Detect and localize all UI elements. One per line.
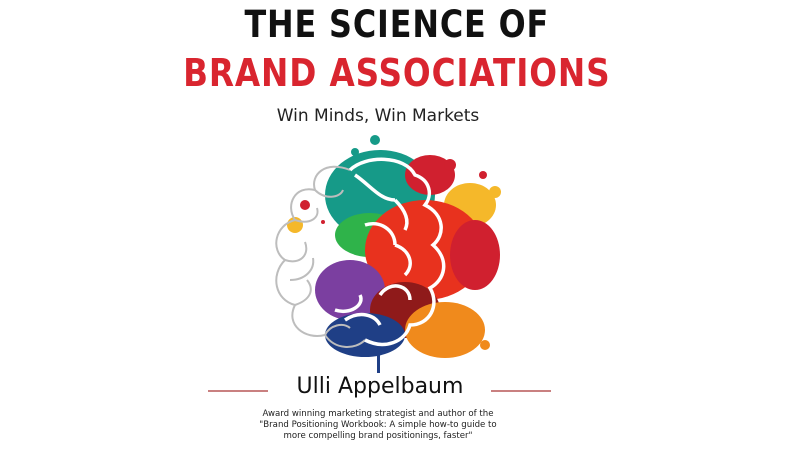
title-line-1: THE SCIENCE OF xyxy=(244,3,550,46)
splash-crimson xyxy=(405,155,455,195)
splash-yellow-drop xyxy=(489,186,501,198)
splash-crimson-drop xyxy=(479,171,487,179)
splash-orange xyxy=(405,302,485,358)
splash-orange-drop xyxy=(480,340,490,350)
splash-teal-drop xyxy=(370,135,380,145)
brain-left-outline xyxy=(275,165,366,348)
divider-right xyxy=(491,390,551,392)
splash-navy-drip xyxy=(377,345,380,373)
bio-line: more compelling brand positionings, fast… xyxy=(283,431,473,441)
paint-splashes xyxy=(287,135,501,373)
subtitle: Win Minds, Win Markets xyxy=(276,106,480,126)
splash-crimson-small xyxy=(300,200,310,210)
splash-red-dot xyxy=(321,220,325,224)
author-bio: Award winning marketing strategist and a… xyxy=(0,409,756,442)
splash-teal-drop xyxy=(351,148,359,156)
brain-right-outline xyxy=(334,157,446,347)
splash-crimson-drop xyxy=(444,159,456,171)
splash-navy xyxy=(325,313,405,357)
divider-left xyxy=(208,390,268,392)
bio-line: "Brand Positioning Workbook: A simple ho… xyxy=(259,420,497,430)
bio-line: Award winning marketing strategist and a… xyxy=(262,409,494,419)
author-name: Ulli Appelbaum xyxy=(296,374,464,399)
brain-paint-splash-icon xyxy=(275,135,501,373)
title-line-2: BRAND ASSOCIATIONS xyxy=(183,51,611,95)
splash-purple xyxy=(315,260,385,320)
splash-red-right xyxy=(450,220,500,290)
